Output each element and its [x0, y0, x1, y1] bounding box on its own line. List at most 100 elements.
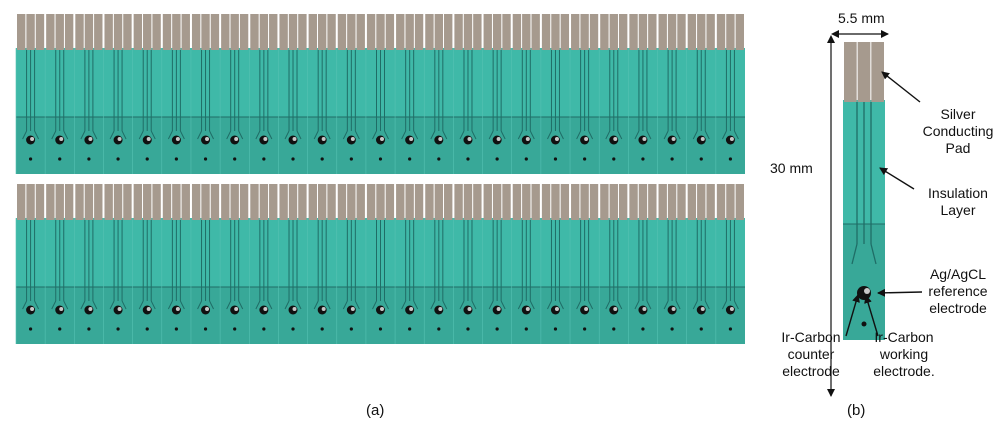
reference-electrode [554, 307, 559, 311]
trace-branch [63, 300, 69, 310]
reference-electrode [59, 137, 64, 141]
sensor-strip [74, 184, 103, 344]
trace-branch [296, 300, 302, 310]
sample-well [495, 157, 499, 161]
sample-well [553, 157, 558, 161]
trace-branch [313, 130, 319, 140]
reference-electrode [729, 137, 734, 141]
reference-electrode [729, 307, 734, 311]
silver-pad [589, 14, 599, 50]
silver-pad [551, 14, 560, 50]
silver-pad [162, 184, 172, 220]
silver-pad [64, 184, 74, 220]
sensor-strip [482, 184, 511, 344]
sensor-strip [219, 14, 249, 174]
reference-electrode [496, 307, 501, 311]
reference-electrode [88, 137, 93, 141]
silver-pad [337, 14, 347, 50]
trace-branch [733, 300, 739, 310]
silver-pad [425, 184, 434, 220]
sensor-strip [511, 184, 540, 344]
trace-branch [325, 300, 331, 310]
trace-branch [547, 300, 552, 310]
trace-branch [459, 130, 465, 140]
silver-pad [123, 184, 132, 220]
trace-branch [51, 130, 57, 140]
working-callout-line-2: working [879, 346, 929, 362]
sample-well [437, 157, 441, 161]
sample-well [378, 327, 383, 331]
silver-pad [279, 14, 288, 50]
sample-well [466, 157, 470, 161]
silver-pad [677, 184, 686, 220]
silver-pad [571, 184, 580, 220]
trace-branch [384, 300, 389, 310]
silver-pad [17, 184, 26, 220]
silver-pad [580, 14, 589, 50]
silver-pad [104, 184, 113, 220]
trace-branch [488, 300, 494, 310]
trace-branch [471, 130, 477, 140]
sample-well [670, 327, 674, 331]
silver-pad [571, 14, 580, 50]
silver-pad [181, 14, 190, 50]
height-dimension-label: 30 mm [770, 160, 813, 176]
trace-branch [704, 130, 710, 140]
sensor-strip [219, 184, 249, 344]
silver-pad [279, 184, 288, 220]
silver-pad [55, 14, 64, 50]
silver-pad [609, 14, 618, 50]
silver-pad [191, 184, 201, 220]
reference-electrode [467, 307, 472, 311]
silver-pad [46, 184, 55, 220]
silver-pad [64, 14, 74, 50]
sample-well [28, 327, 33, 331]
sensor-strip [598, 14, 628, 174]
working-callout: Ir-Carbon working electrode. [861, 329, 947, 380]
silver-pad [288, 184, 298, 220]
trace-branch [167, 130, 173, 140]
sensor-strip [715, 184, 744, 344]
trace-branch [22, 130, 28, 140]
sample-well [116, 157, 120, 161]
silver-pad [347, 184, 356, 220]
sensor-strip [336, 14, 365, 174]
trace-branch [238, 300, 244, 310]
silver-pad [327, 184, 336, 220]
reference-electrode [380, 307, 384, 311]
trace-branch [588, 130, 594, 140]
sample-well [262, 157, 266, 161]
sensor-strip [511, 14, 540, 174]
silver-pad [414, 14, 424, 50]
trace-branch [255, 130, 261, 140]
sample-well [408, 327, 412, 331]
reference-electrode [671, 307, 676, 311]
sensor-strip [15, 184, 45, 344]
silver-pad [396, 14, 405, 50]
sample-well [699, 157, 703, 161]
sample-well [612, 327, 616, 331]
sensor-strip-row-top [15, 14, 745, 174]
silver-pad [483, 184, 492, 220]
trace-branch [733, 130, 739, 140]
silver-pad [385, 184, 395, 220]
counter-callout-arrow [845, 294, 860, 337]
silver-pad [492, 184, 502, 220]
trace-branch [517, 300, 523, 310]
silver-pad [638, 184, 648, 220]
trace-branch [267, 130, 273, 140]
silver-pad [434, 14, 444, 50]
working-callout-line-3: electrode. [873, 363, 935, 379]
trace-branch [459, 300, 465, 310]
working-callout-arrow [864, 295, 879, 337]
silver-pad [551, 184, 560, 220]
pad-callout-line-2: Conducting [922, 123, 994, 139]
trace-branch [646, 130, 652, 140]
silver-pad [502, 14, 511, 50]
insulation-callout-line-1: Insulation [928, 185, 988, 201]
silver-pad [648, 14, 657, 50]
sample-well [553, 327, 558, 331]
silver-pad [376, 184, 385, 220]
reference-electrode [263, 307, 268, 311]
silver-pad [26, 14, 35, 50]
